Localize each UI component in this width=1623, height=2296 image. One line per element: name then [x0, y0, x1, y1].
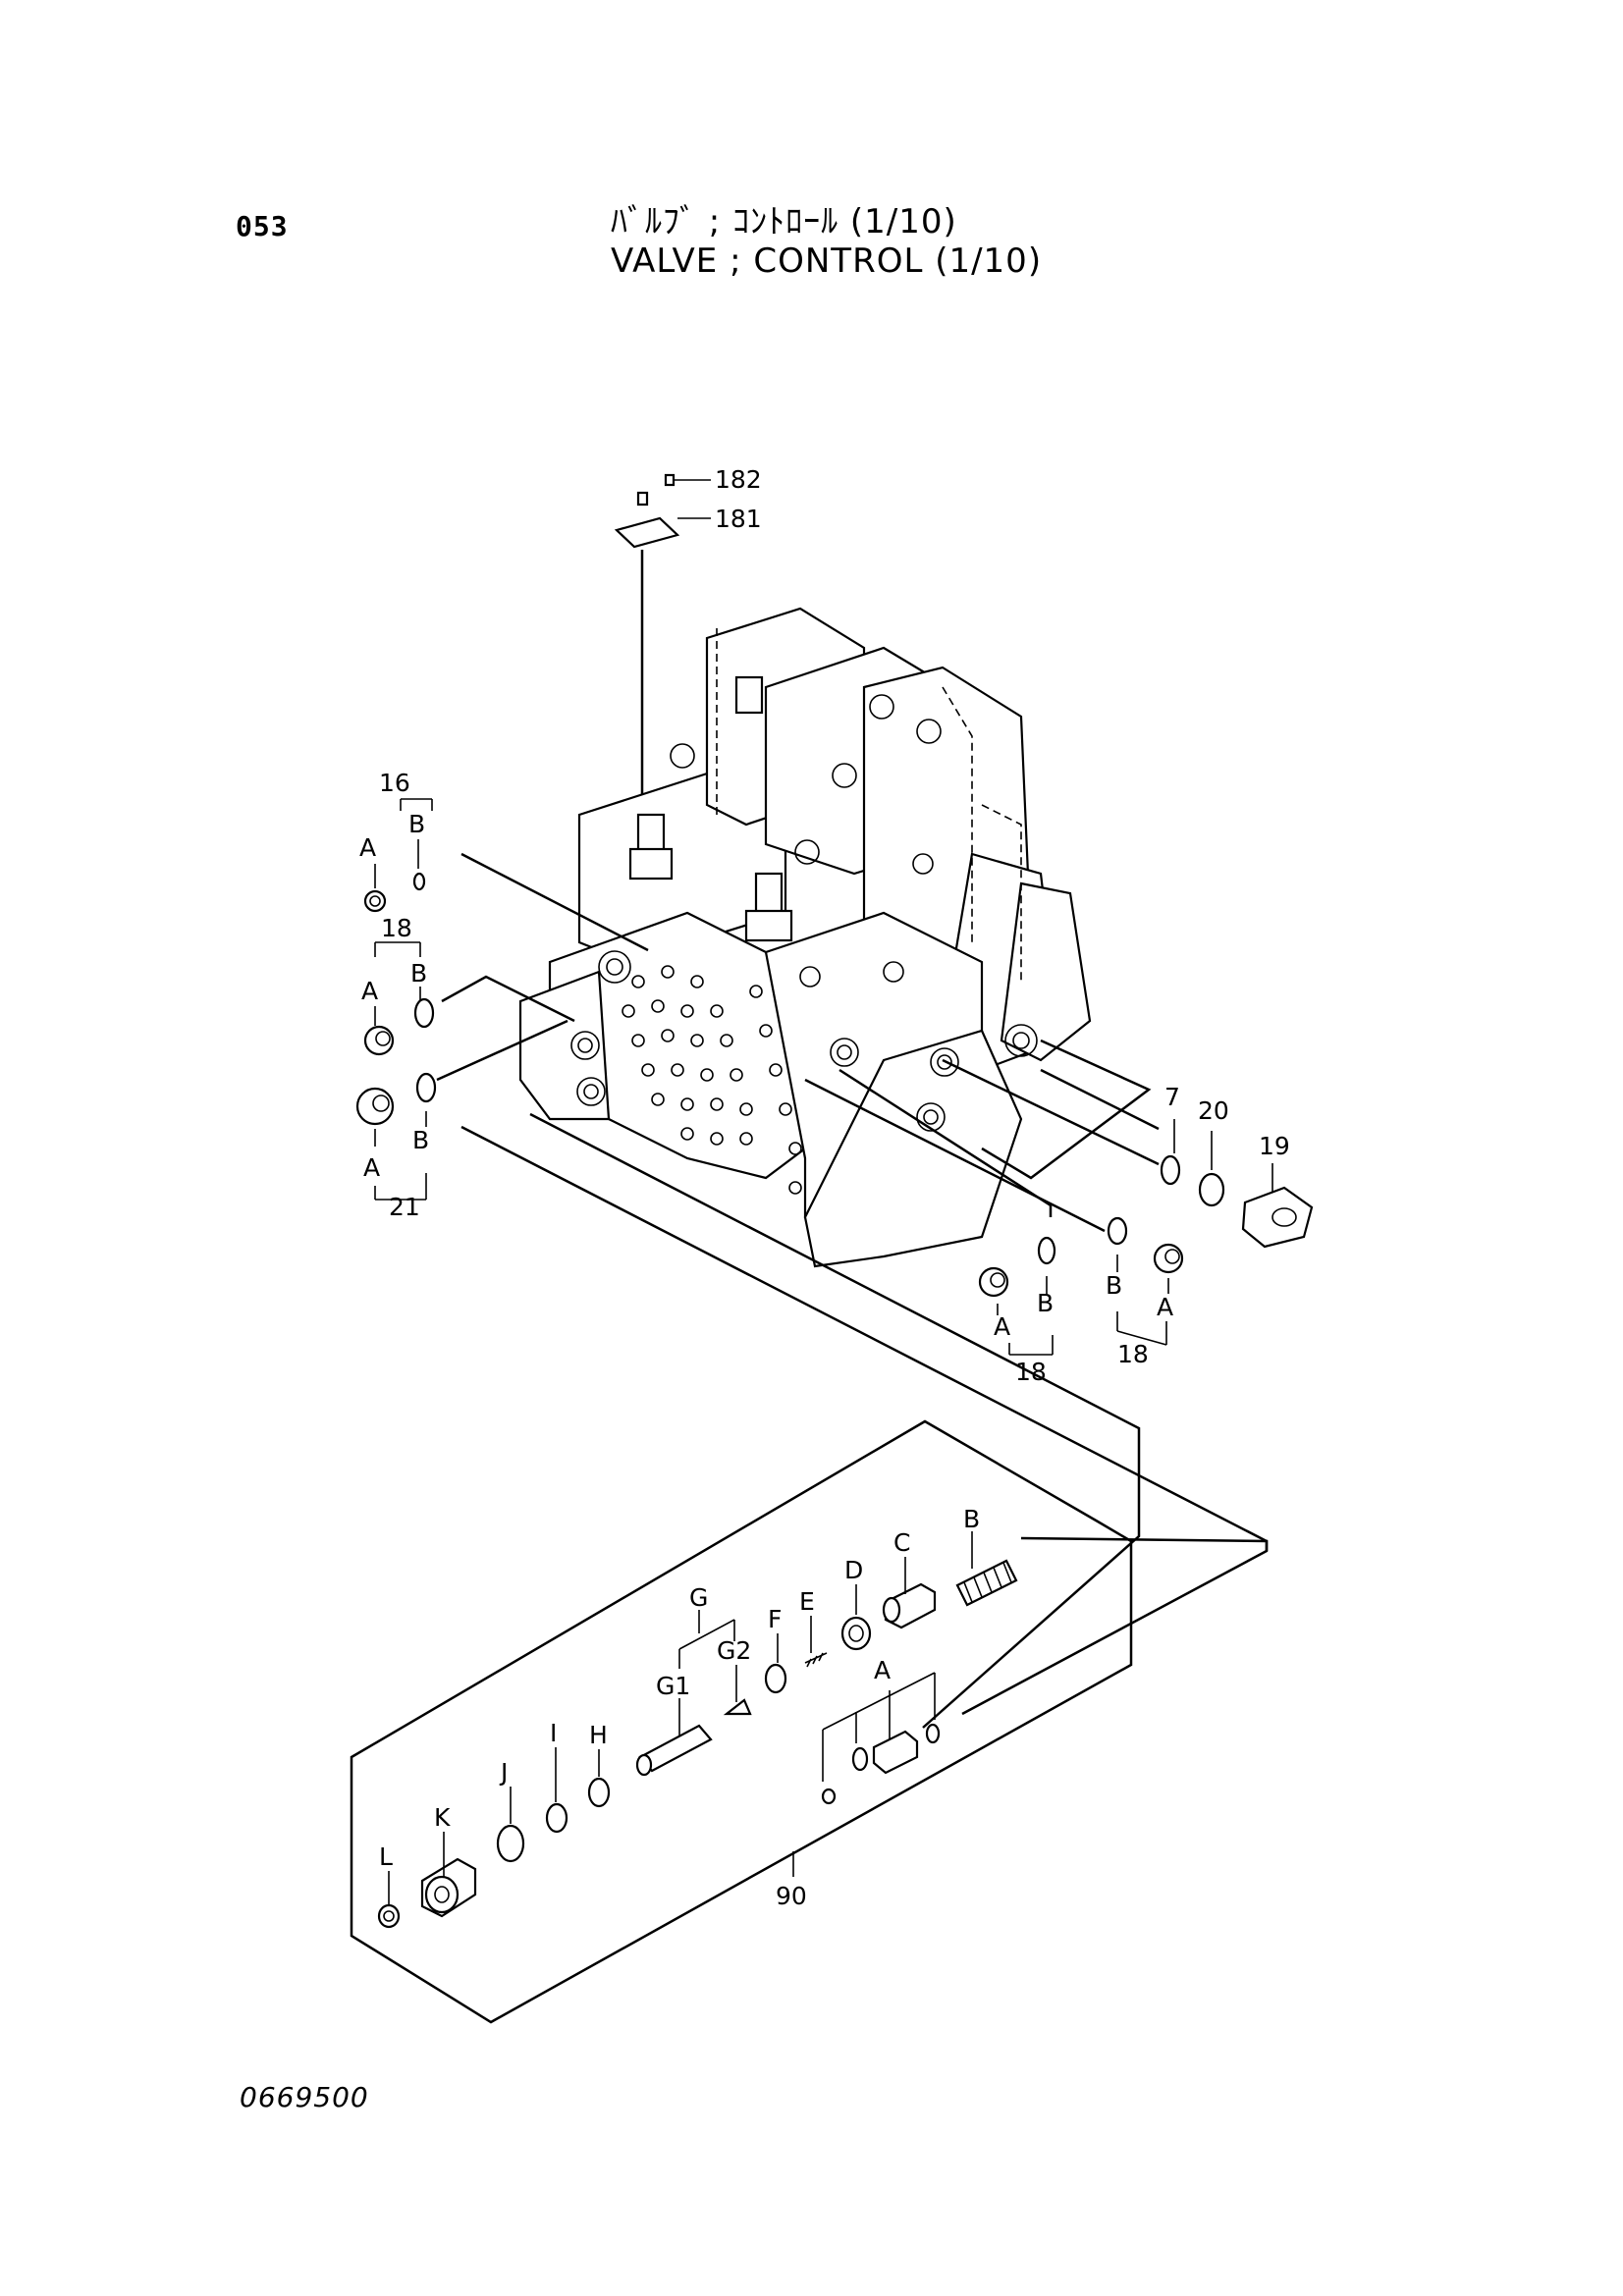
callout-20: 20 — [1198, 1096, 1229, 1125]
letter-b-16: B — [408, 810, 425, 838]
letter-a-16: A — [359, 833, 376, 862]
letter-d: D — [844, 1556, 863, 1584]
drawing-number: 0669500 — [240, 2081, 369, 2113]
letter-b-assembly: B — [963, 1505, 980, 1533]
relief-valve-parts — [377, 1531, 1018, 1929]
assembly-90-frame — [350, 1419, 1133, 2024]
letter-b-18-middle: B — [1037, 1289, 1054, 1317]
callout-182: 182 — [715, 465, 762, 494]
control-valve-body — [518, 607, 1092, 1268]
callout-181: 181 — [715, 505, 762, 533]
letter-k: K — [434, 1803, 451, 1832]
letter-f: F — [768, 1605, 782, 1633]
callout-90: 90 — [776, 1882, 807, 1910]
letter-b-21: B — [412, 1126, 429, 1154]
letter-l: L — [379, 1842, 393, 1871]
letter-a-18-middle: A — [994, 1312, 1010, 1341]
plug-group-21 — [355, 1019, 568, 1201]
letter-g1: G1 — [656, 1672, 690, 1700]
callout-19: 19 — [1259, 1132, 1290, 1160]
letter-c: C — [893, 1528, 910, 1557]
letter-b-18-left: B — [410, 959, 427, 988]
letter-g2: G2 — [717, 1636, 751, 1665]
relief-valve-labels: B C D E F G G2 G1 H I J K L A 90 — [379, 1505, 980, 1910]
plug-group-16 — [363, 798, 649, 952]
leader-line-spring — [961, 1536, 1269, 1716]
plug-group-18-left — [363, 941, 575, 1056]
plug-group-18-middle — [804, 1068, 1106, 1356]
letter-a-18-left: A — [361, 977, 378, 1005]
page-title-english: VALVE ; CONTROL (1/10) — [611, 241, 1043, 281]
callout-18-left: 18 — [381, 914, 412, 942]
letter-e: E — [799, 1587, 815, 1616]
callout-21: 21 — [389, 1193, 420, 1221]
letter-a-assembly: A — [874, 1656, 891, 1684]
name-plate-part — [614, 473, 711, 795]
leader-line-inner — [529, 1112, 1141, 1729]
letter-j: J — [499, 1758, 508, 1787]
right-plug-group — [942, 1039, 1314, 1249]
letter-b-18-right: B — [1106, 1271, 1122, 1300]
page-title-japanese: ﾊﾞﾙﾌﾞ ; ｺﾝﾄﾛｰﾙ (1/10) — [611, 202, 957, 241]
letter-a-21: A — [363, 1153, 380, 1182]
page-number: 053 — [236, 210, 289, 242]
letter-g: G — [689, 1583, 708, 1612]
letter-i: I — [550, 1719, 557, 1747]
plug-group-18-right — [1107, 1216, 1184, 1346]
callout-7: 7 — [1164, 1083, 1180, 1111]
callout-16: 16 — [379, 769, 410, 797]
letter-h: H — [589, 1721, 608, 1749]
callout-18-right: 18 — [1117, 1340, 1149, 1368]
letter-a-18-right: A — [1157, 1293, 1173, 1321]
